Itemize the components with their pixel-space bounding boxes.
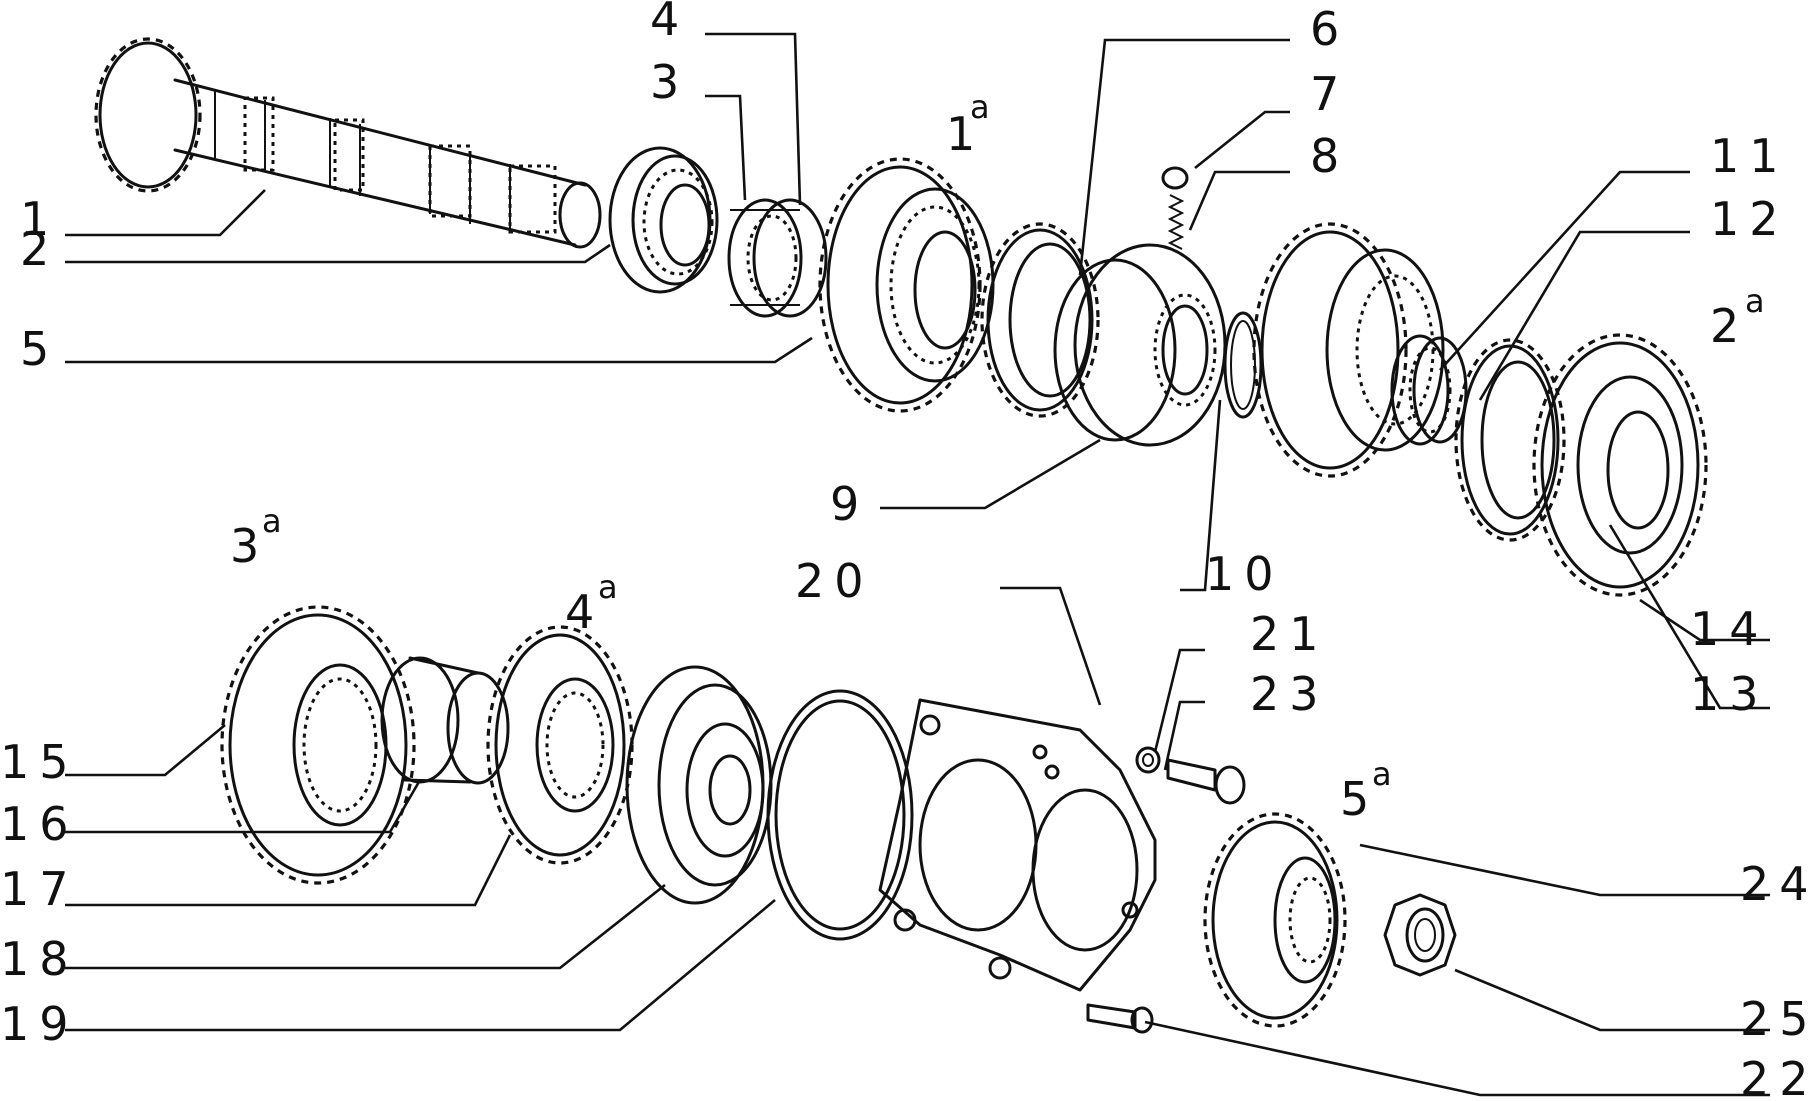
part-12-bushing [1390,334,1468,446]
label-11: 11 [1710,129,1789,183]
part-21-washer [1135,746,1161,774]
gear-labels: 1 a 2 a 3 a 4 a 5 a [230,88,1765,826]
label-3: 3 [650,55,679,109]
label-15: 15 [0,735,79,789]
label-25: 25 [1740,992,1816,1046]
label-10: 10 [1205,547,1284,601]
gear-4th [486,625,634,865]
label-17: 17 [0,862,79,916]
label-14: 14 [1690,602,1769,656]
part-2-ball-bearing [608,146,719,294]
part-3-4-needle-bearing [727,198,828,318]
part-11-gear-hub [1252,222,1445,478]
label-2: 2 [20,222,49,276]
gear-label-5-sup: a [1372,755,1392,793]
part-13-synchro-ring [1454,338,1566,542]
gear-label-5: 5 [1340,772,1369,826]
part-23-bolt [1166,758,1246,805]
label-5: 5 [20,322,49,376]
label-13: 13 [1690,667,1769,721]
gear-label-3-sup: a [262,502,282,540]
label-1: 1 [20,192,49,246]
part-1-main-shaft [94,37,602,249]
leader-lines [65,32,1770,1097]
gear-label-3: 3 [230,519,259,573]
gear-label-1: 1 [946,107,975,161]
gear-5th [1203,812,1347,1028]
label-9: 9 [830,477,859,531]
part-20-gasket-plate [878,698,1157,992]
label-21: 21 [1250,607,1329,661]
part-22-screw [1086,1003,1154,1034]
part-7-8-pin-spring [1161,166,1189,250]
label-8: 8 [1310,129,1339,183]
label-19: 19 [0,997,79,1051]
label-7: 7 [1310,67,1339,121]
label-22: 22 [1740,1052,1816,1101]
gear-label-1-sup: a [970,88,990,126]
gear-label-2: 2 [1710,299,1739,353]
part-25-nut [1383,893,1457,977]
gear-label-2-sup: a [1745,282,1765,320]
label-4: 4 [650,0,679,46]
gear-2nd [1532,333,1708,597]
label-16: 16 [0,797,79,851]
label-23: 23 [1250,667,1329,721]
part-19-retaining-ring [766,689,914,941]
part-18-bearing-cap [625,665,773,905]
label-6: 6 [1310,2,1339,56]
label-20: 20 [795,554,874,608]
part-6-synchro-ring [980,222,1100,418]
label-18: 18 [0,932,79,986]
gear-label-4: 4 [565,585,594,639]
gear-1st [818,157,995,413]
label-24: 24 [1740,857,1816,911]
label-12: 12 [1710,192,1789,246]
gear-label-4-sup: a [598,568,618,606]
